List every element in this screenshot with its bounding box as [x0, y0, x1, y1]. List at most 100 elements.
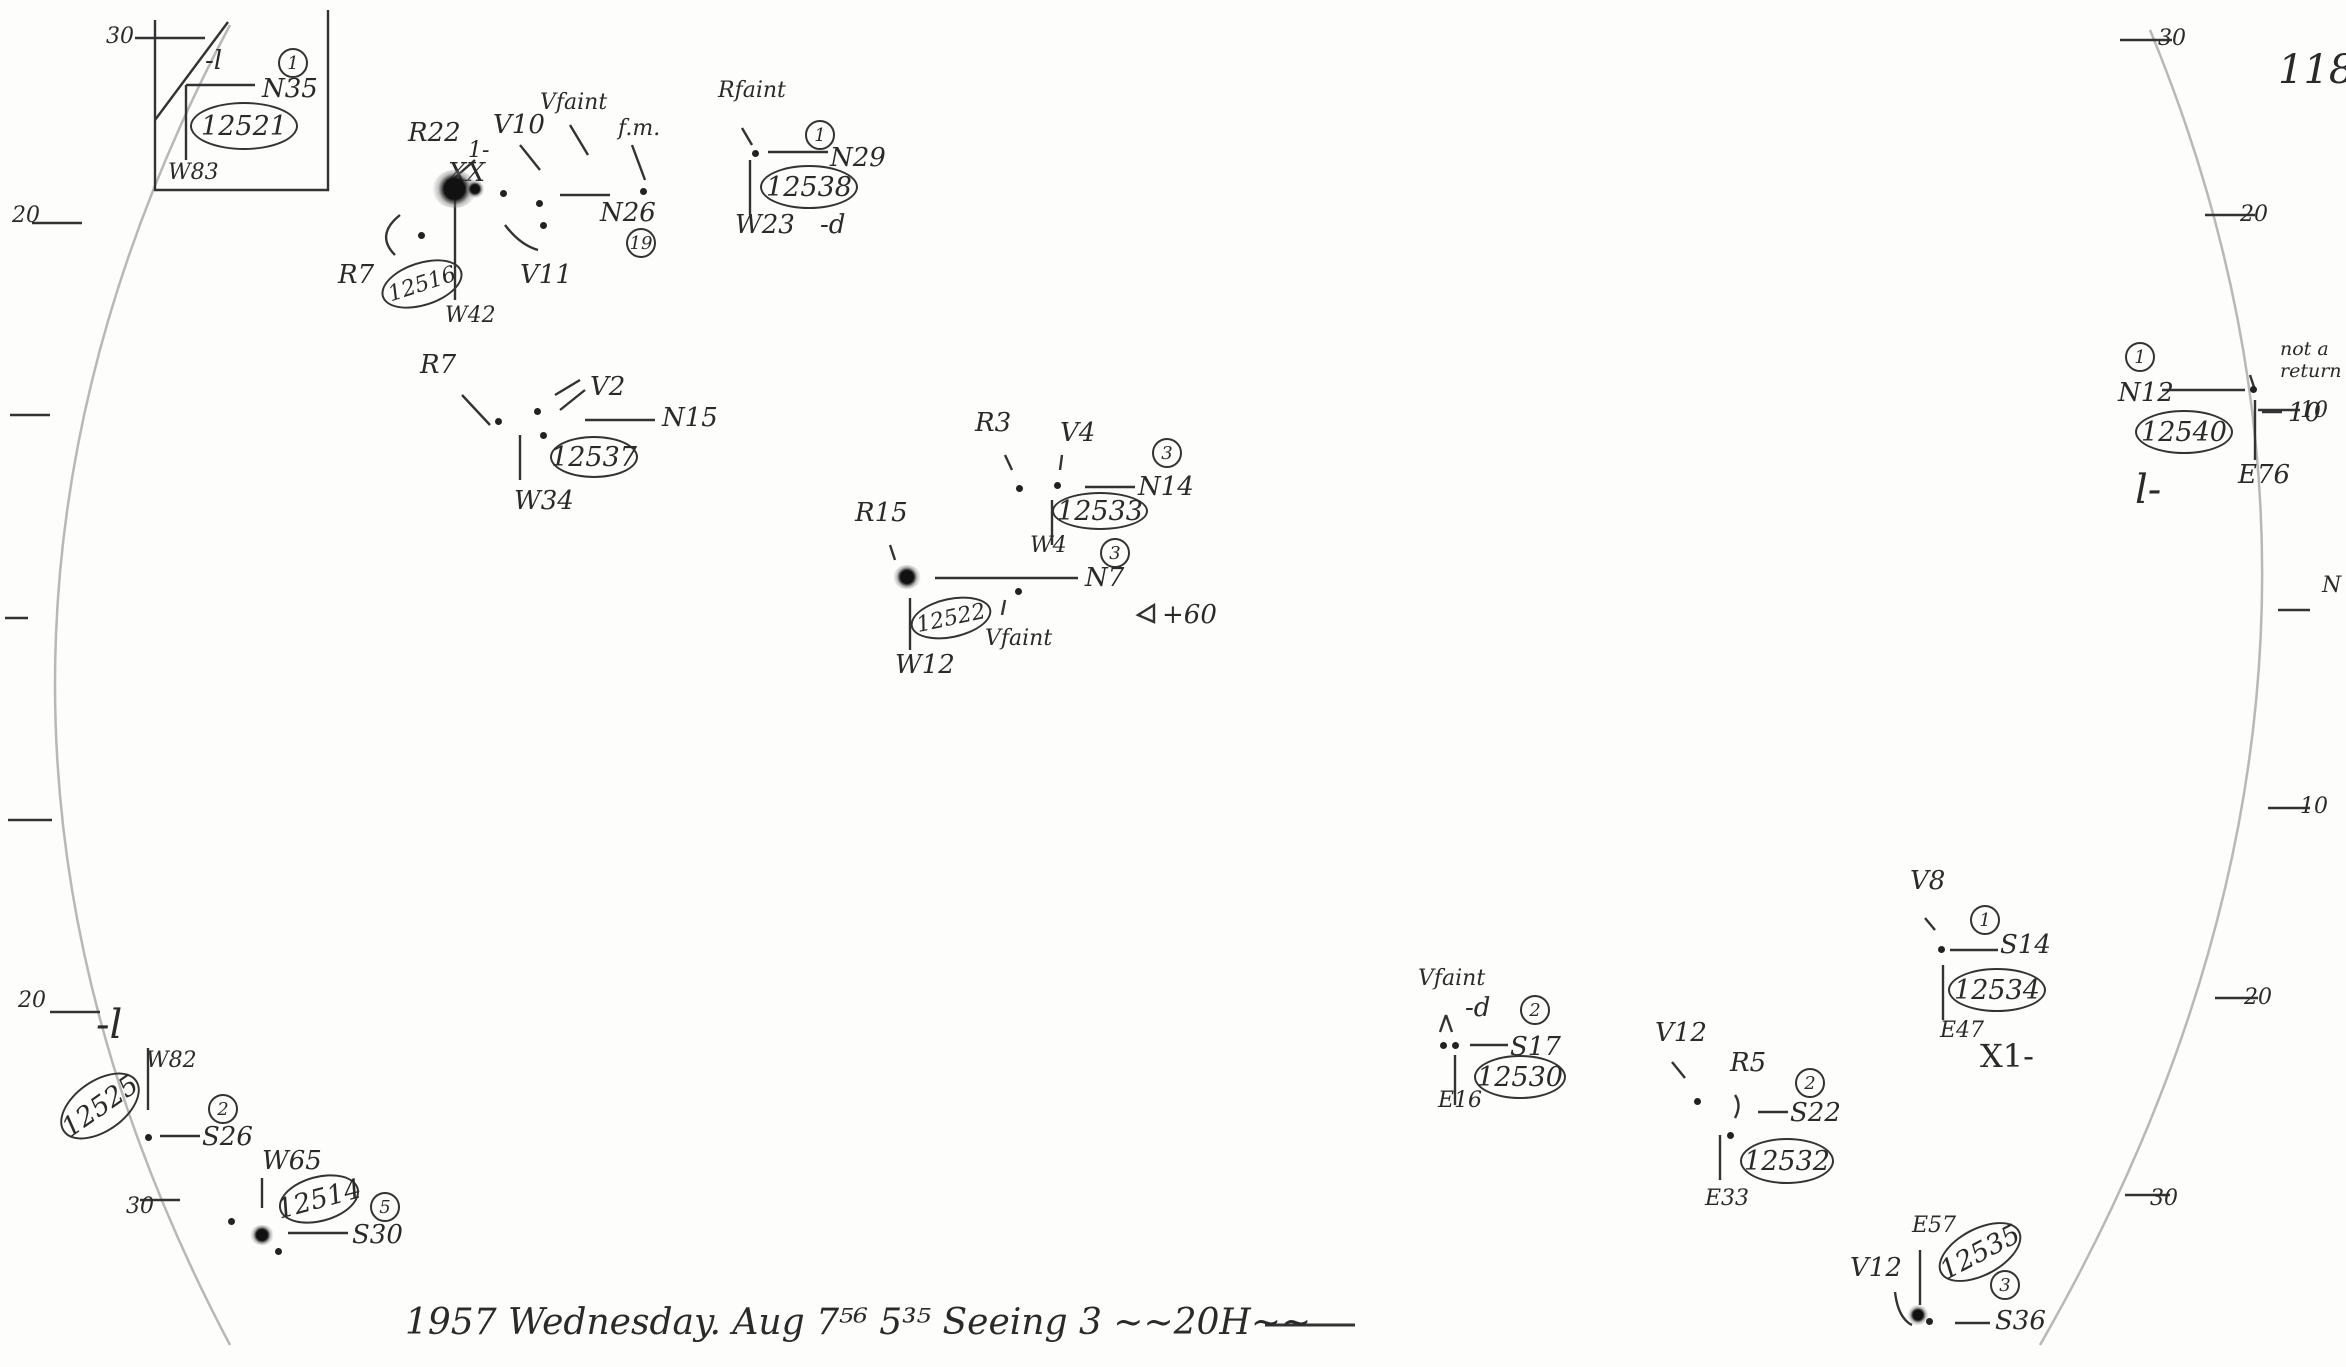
class-circle: 2 — [1520, 995, 1550, 1025]
spot-label: +60 — [1162, 600, 1217, 630]
class-circle: 2 — [1795, 1068, 1825, 1098]
region-number-oval: 12530 — [1474, 1055, 1566, 1099]
spot-label: l- — [2135, 467, 2162, 513]
region-number-oval: 12540 — [2135, 410, 2233, 454]
spot-label: -d — [820, 210, 846, 240]
limb-mark: 30 — [106, 24, 134, 49]
spot-label: -l — [96, 1002, 123, 1048]
group-note: -l — [205, 46, 223, 76]
limb-mark: 30 — [2150, 1186, 2178, 1211]
spot-label: V2 — [590, 372, 626, 402]
class-circle: 3 — [1100, 538, 1130, 568]
longitude-label: E47 — [1940, 1018, 1985, 1043]
longitude-label: W12 — [895, 650, 955, 680]
spot-label: V11 — [520, 260, 572, 290]
region-number-oval: 12534 — [1948, 968, 2046, 1012]
sunspot — [275, 1248, 282, 1255]
spot-label: V12 — [1655, 1018, 1707, 1048]
sunspot — [1926, 1318, 1933, 1325]
limb-mark: 20 — [2244, 985, 2272, 1010]
latitude-label: N35 — [262, 74, 318, 104]
spot-label: Vfaint — [985, 626, 1053, 651]
region-number-oval: 12533 — [1052, 492, 1148, 530]
limb-mark: 10 — [2300, 794, 2328, 819]
class-circle: 1 — [805, 120, 835, 150]
sunspot — [1440, 1042, 1447, 1049]
sunspot — [752, 150, 759, 157]
class-circle: 1 — [2125, 342, 2155, 372]
longitude-label: W4 — [1030, 533, 1067, 558]
spot-label: R7 — [420, 350, 457, 380]
limb-mark: 30 — [2158, 26, 2186, 51]
solar-limb-right — [2038, 29, 2264, 1346]
longitude-label: W82 — [146, 1048, 197, 1073]
sunspot — [1452, 1042, 1459, 1049]
spot-label: f.m. — [618, 116, 661, 141]
longitude-label: W83 — [168, 160, 219, 185]
latitude-label: S36 — [1995, 1306, 2046, 1336]
limb-mark: N — [2322, 573, 2342, 598]
latitude-label: N15 — [662, 403, 718, 433]
longitude-label: E16 — [1438, 1088, 1483, 1113]
latitude-label: N29 — [830, 143, 886, 173]
sunspot — [495, 418, 502, 425]
spot-label: -d — [1465, 993, 1491, 1023]
longitude-label: E57 — [1912, 1213, 1957, 1238]
observation-note: 1957 Wednesday. Aug 7⁵⁶ 5³⁵ Seeing 3 ~~2… — [405, 1302, 1312, 1343]
class-circle: 2 — [208, 1094, 238, 1124]
sunspot — [534, 408, 541, 415]
longitude-label: W34 — [514, 486, 574, 516]
spot-label: R5 — [1730, 1048, 1767, 1078]
sunspot — [466, 180, 484, 198]
spot-label: V4 — [1060, 418, 1096, 448]
class-circle: 5 — [370, 1192, 400, 1222]
spot-label: V8 — [1910, 866, 1946, 896]
class-circle: 19 — [626, 228, 656, 258]
region-number-oval: 12538 — [760, 165, 858, 209]
class-circle: 3 — [1990, 1270, 2020, 1300]
sunspot — [640, 188, 647, 195]
latitude-label: S14 — [2000, 930, 2051, 960]
spot-label: R22 — [408, 118, 461, 148]
sunspot — [1908, 1305, 1928, 1325]
limb-mark: 20 — [2240, 202, 2268, 227]
sunspot — [1938, 946, 1945, 953]
class-circle: 1 — [278, 48, 308, 78]
sunspot — [145, 1134, 152, 1141]
longitude-label: W65 — [262, 1146, 322, 1176]
spot-label: R3 — [975, 408, 1012, 438]
spot-label: 1- — [468, 138, 490, 163]
sunspot — [1015, 588, 1022, 595]
sunspot — [1694, 1098, 1701, 1105]
spot-label: 10 — [2288, 398, 2322, 428]
sunspot — [540, 222, 547, 229]
sunspot — [2250, 386, 2257, 393]
sunspot — [250, 1225, 274, 1245]
latitude-label: S26 — [202, 1122, 253, 1152]
latitude-label: S30 — [352, 1220, 403, 1250]
sunspot — [418, 232, 425, 239]
limb-mark: 10 — [2300, 398, 2328, 423]
sunspot — [536, 200, 543, 207]
limb-mark: 20 — [18, 988, 46, 1013]
sunspot — [1016, 485, 1023, 492]
region-number-oval: 12521 — [190, 102, 298, 150]
sunspot — [1054, 482, 1061, 489]
side-note: not a return — [2280, 338, 2342, 382]
sunspot — [228, 1218, 235, 1225]
latitude-label: N7 — [1085, 563, 1125, 593]
spot-label: X1- — [1980, 1037, 2034, 1075]
region-number-oval: 12537 — [550, 436, 638, 478]
spot-label: R7 — [338, 260, 375, 290]
sunspot — [1727, 1132, 1734, 1139]
spot-label: Vfaint — [540, 90, 608, 115]
longitude-label: W23 — [735, 210, 795, 240]
latitude-label: S22 — [1790, 1098, 1841, 1128]
sunspot — [500, 190, 507, 197]
sunspot — [893, 565, 921, 589]
limb-mark: 30 — [126, 1194, 154, 1219]
longitude-label: E33 — [1705, 1186, 1750, 1211]
latitude-label: N14 — [1138, 472, 1194, 502]
